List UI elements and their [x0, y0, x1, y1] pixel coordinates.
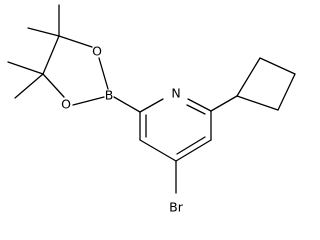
methyl-bond-4 — [14, 73, 44, 99]
boron-label: B — [105, 88, 114, 103]
bond-c2-boron — [113, 96, 141, 113]
bond-c4-c5 — [175, 139, 212, 162]
pyridine-ring — [139, 98, 212, 162]
bond-cb2-cb3 — [259, 57, 296, 75]
methyl-groups — [7, 4, 60, 99]
oxygen-top-label: O — [92, 44, 102, 59]
double-bond-c4-c5 — [176, 136, 206, 155]
nitrogen-label: N — [171, 86, 180, 101]
bond-b-o-bottom — [72, 96, 105, 106]
bond-o-bottom-c — [42, 73, 65, 98]
chemical-structure-diagram: N B O O Br — [7, 4, 296, 215]
bond-c3-c4 — [139, 139, 177, 162]
methyl-bond-3 — [7, 61, 44, 75]
double-bond-c6-n — [186, 104, 206, 115]
bond-n-c2 — [139, 98, 164, 113]
bond-c6-n — [187, 98, 212, 112]
dioxaborolane-ring — [42, 35, 109, 106]
bond-cb3-cb4 — [277, 73, 296, 111]
bromine-label: Br — [169, 200, 184, 215]
bond-c-c-ring — [42, 35, 60, 75]
bond-o-top-c — [58, 35, 93, 48]
cyclobutyl-ring — [236, 57, 296, 111]
bond-b-o-top — [98, 57, 109, 90]
bond-c6-cyclobutyl — [210, 95, 238, 112]
oxygen-bottom-label: O — [61, 97, 71, 112]
methyl-bond-2 — [27, 27, 60, 37]
bond-cb4-cb1 — [236, 95, 279, 111]
bond-cb1-cb2 — [236, 57, 261, 97]
